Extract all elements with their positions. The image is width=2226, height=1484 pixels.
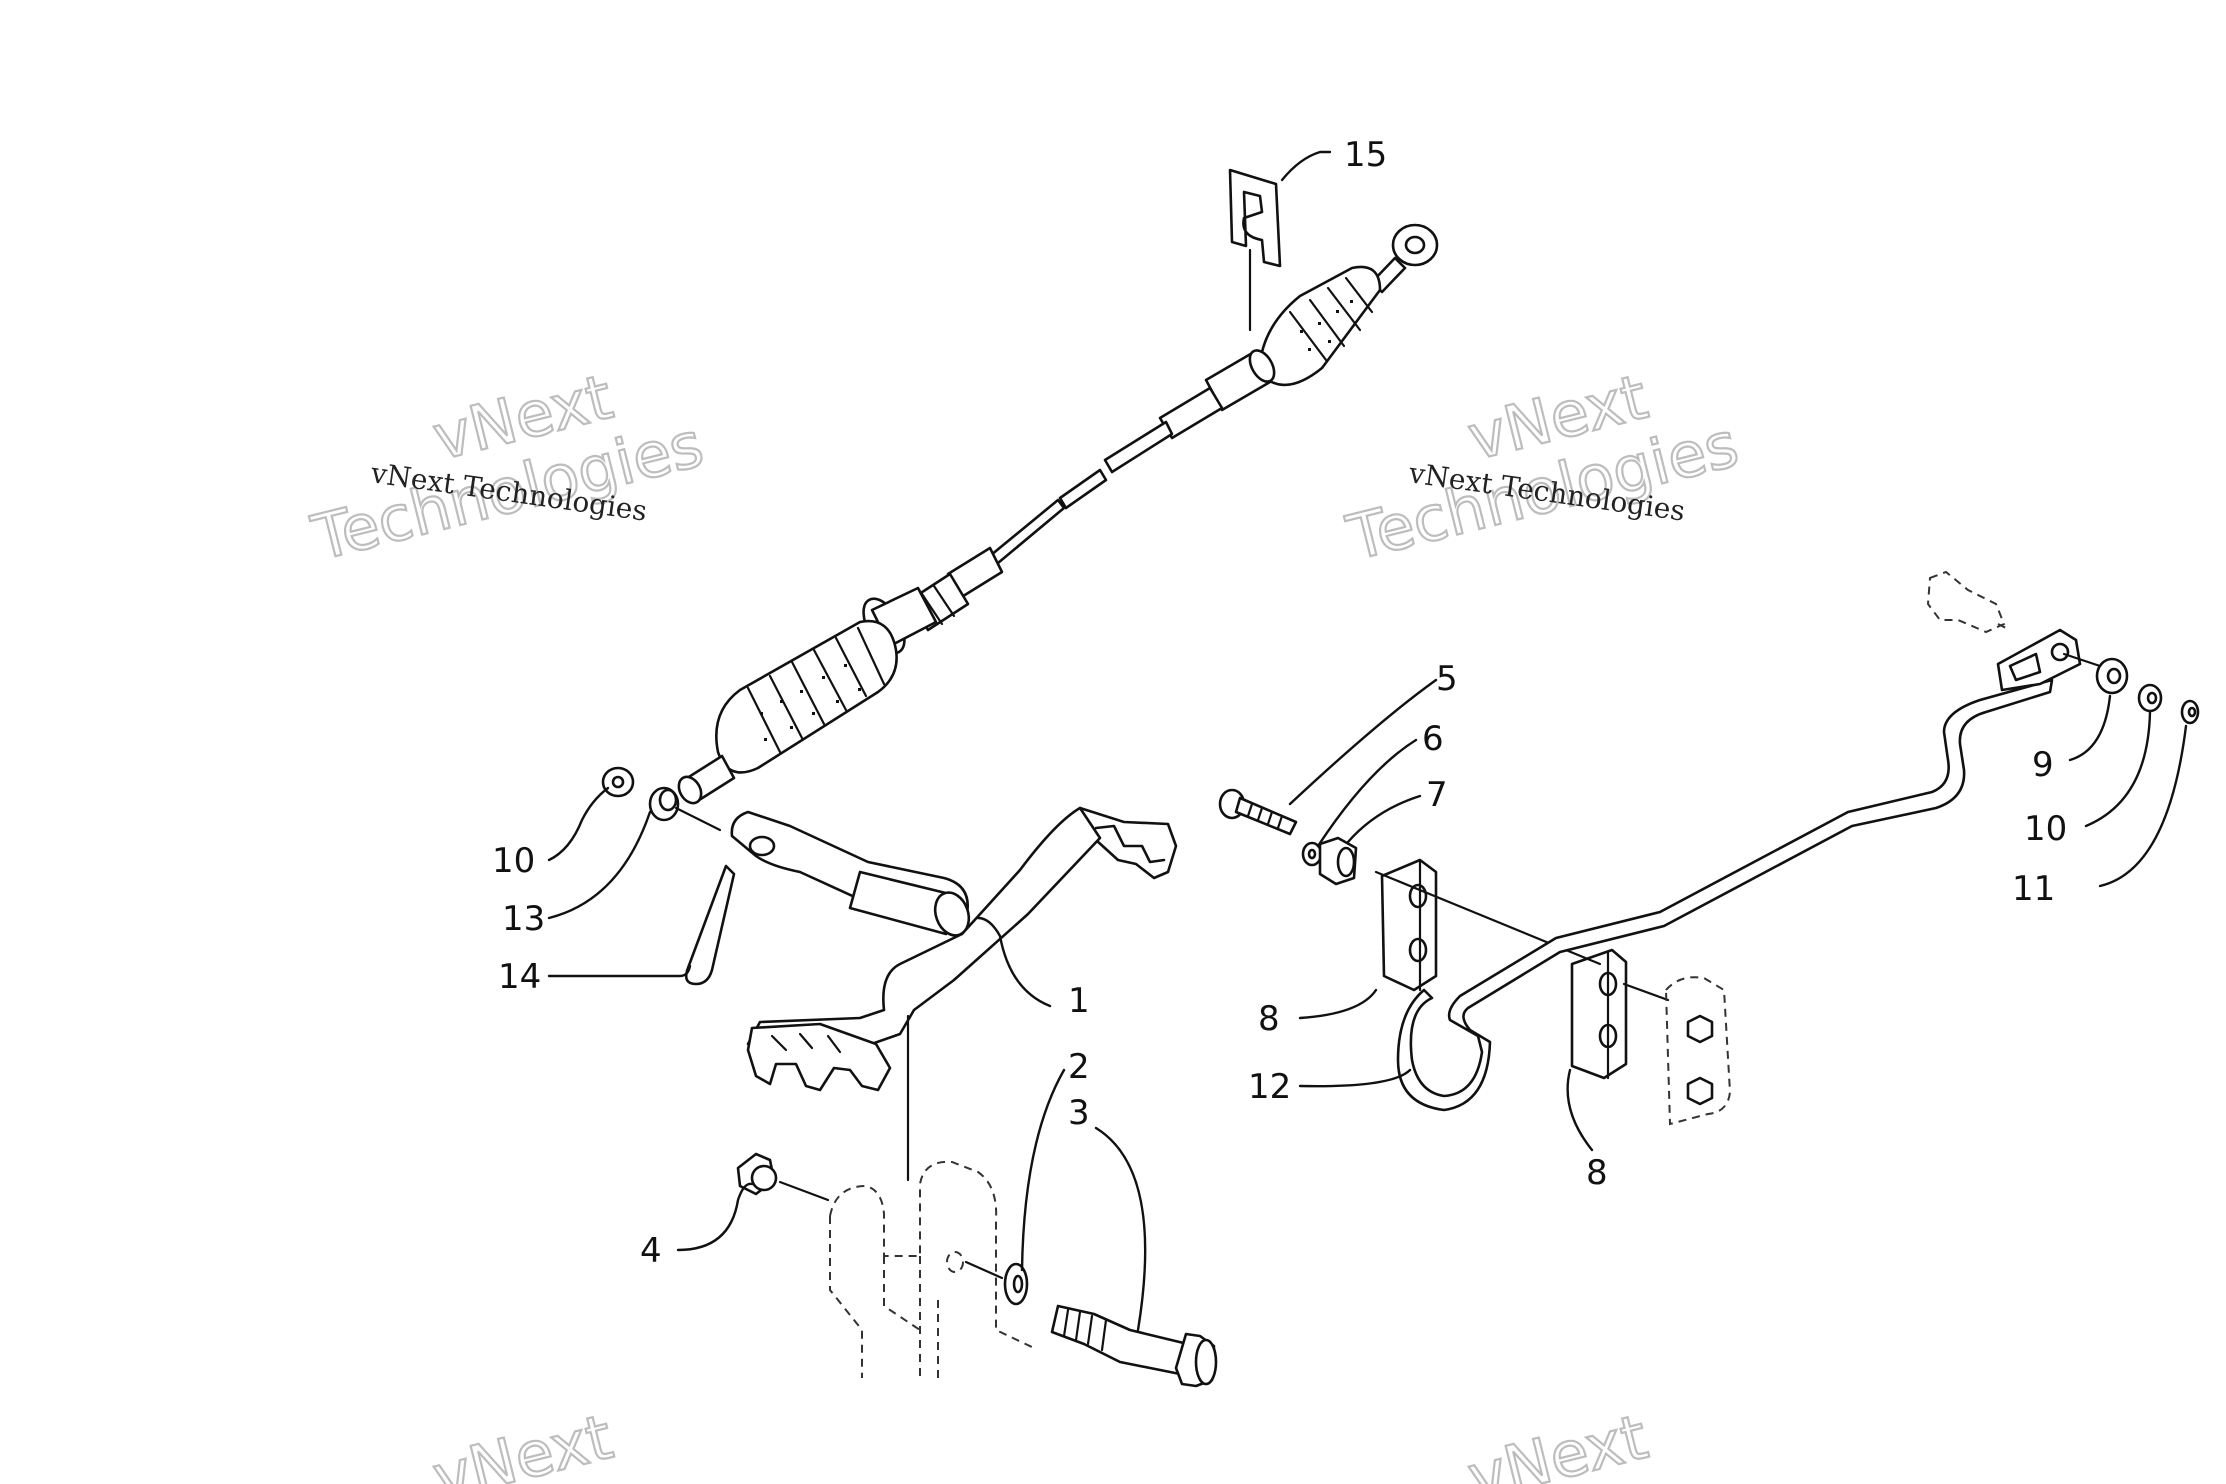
callout-8-left: 8 — [1258, 999, 1280, 1039]
part-9-washer — [2095, 657, 2129, 695]
callout-10-right: 10 — [2024, 809, 2067, 849]
watermark-right: vNext Technologies vNext Technologies — [1339, 359, 1746, 576]
part-10-washer-right — [2137, 683, 2163, 713]
cable-upper-bellows — [1260, 265, 1382, 387]
part-13-bushing — [648, 786, 722, 832]
part-2-washer — [964, 1260, 1029, 1306]
control-cable — [677, 223, 1439, 805]
callout-14: 14 — [498, 957, 541, 997]
part-5-bolt — [1218, 788, 1298, 836]
callout-10-left: 10 — [492, 841, 535, 881]
callout-13: 13 — [502, 899, 545, 939]
part-11-clip — [2180, 699, 2200, 725]
linkage-plate — [1996, 628, 2082, 692]
cable-lower-bellows — [715, 619, 898, 774]
callout-labels: 15 10 13 14 1 2 3 4 5 6 7 8 12 8 9 10 11 — [492, 135, 2067, 1271]
frame-plate-dashed — [1664, 976, 1732, 1126]
part-15-clip — [1228, 168, 1282, 332]
part-12-brake-rod — [1396, 678, 2054, 1112]
part-14-cotter-pin — [684, 864, 736, 986]
callout-6: 6 — [1422, 719, 1444, 759]
part-1-pedal-lever — [730, 806, 1178, 1182]
callout-11: 11 — [2012, 869, 2055, 909]
mounting-bracket-dashed — [829, 1160, 1035, 1378]
callout-12: 12 — [1248, 1067, 1291, 1107]
callout-7: 7 — [1426, 775, 1448, 815]
part-6-washer — [1301, 841, 1323, 867]
part-4-nut — [736, 1152, 830, 1202]
cable-end-eye — [1370, 223, 1439, 294]
watermark-bottom-right: vNext — [1461, 1400, 1654, 1484]
watermark-bottom-left: vNext — [426, 1400, 619, 1484]
watermark-bottom: vNext vNext — [425, 1399, 1656, 1484]
watermark-left: vNext Technologies vNext Technologies — [304, 359, 711, 576]
callout-1: 1 — [1068, 981, 1090, 1021]
part-3-pivot-bolt — [1050, 1304, 1218, 1388]
part-8-block-left — [1380, 858, 1438, 992]
part-10-washer-left — [601, 766, 635, 798]
part-7-spacer — [1318, 836, 1358, 886]
leader-lines — [547, 150, 2188, 1332]
part-8-block-right — [1570, 948, 1628, 1080]
callout-2: 2 — [1068, 1047, 1090, 1087]
callout-9: 9 — [2032, 745, 2054, 785]
callout-3: 3 — [1068, 1093, 1090, 1133]
callout-5: 5 — [1436, 659, 1458, 699]
callout-15: 15 — [1344, 135, 1387, 175]
callout-4: 4 — [640, 1231, 662, 1271]
callout-8-right: 8 — [1586, 1153, 1608, 1193]
upper-bolt-dashed — [1926, 570, 2011, 634]
